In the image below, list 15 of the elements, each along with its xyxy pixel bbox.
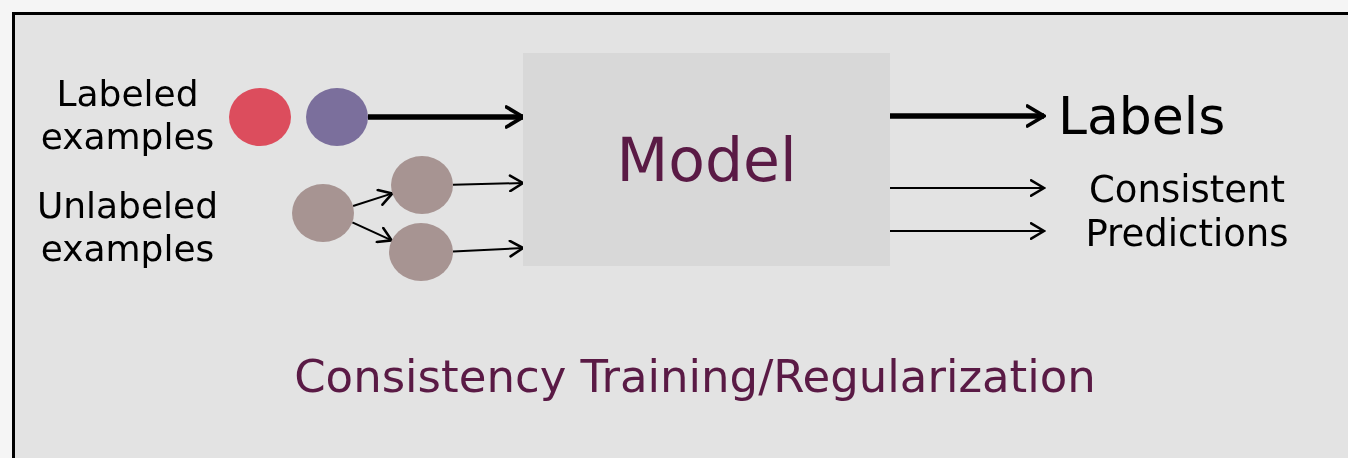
model-box [523,53,890,266]
arrow [889,179,1046,197]
arrow [352,188,394,207]
arrow [890,104,1046,128]
arrow [368,105,525,129]
arrow [452,239,525,258]
row-label: Labeled examples [39,72,216,159]
arrow [452,174,525,193]
model-title: Model [616,123,797,196]
arrow [351,221,393,244]
caption: Consistency Training/Regularization [293,350,1097,404]
output-text: Consistent Predictions [1084,167,1290,257]
output-text: Labels [1058,84,1226,148]
row-label: Unlabeled examples [35,184,220,271]
arrow [889,222,1046,240]
